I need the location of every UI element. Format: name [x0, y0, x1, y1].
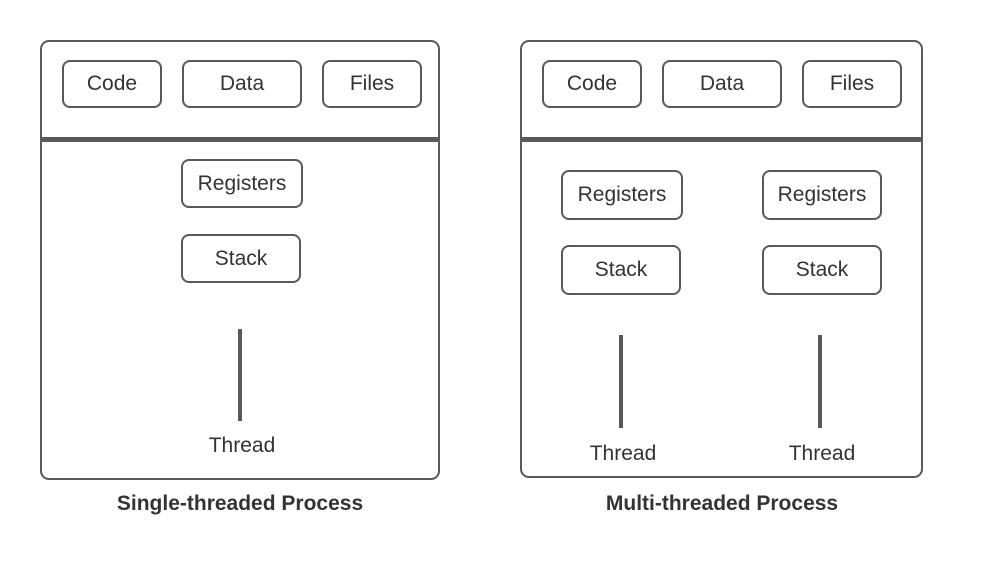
stack-box: Stack — [762, 245, 882, 295]
section-divider — [41, 137, 439, 142]
registers-box: Registers — [181, 159, 303, 208]
thread-label: Thread — [208, 434, 276, 457]
multi-threaded-caption: Multi-threaded Process — [605, 492, 839, 515]
thread-lines-icon — [818, 335, 822, 428]
thread-label: Thread — [589, 442, 657, 465]
thread-label: Thread — [788, 442, 856, 465]
section-divider — [521, 137, 922, 142]
stack-box: Stack — [181, 234, 301, 283]
files-box: Files — [322, 60, 422, 108]
single-threaded-caption: Single-threaded Process — [116, 492, 364, 515]
thread-lines-icon — [238, 329, 242, 421]
files-box: Files — [802, 60, 902, 108]
stack-box: Stack — [561, 245, 681, 295]
registers-box: Registers — [561, 170, 683, 220]
data-box: Data — [182, 60, 302, 108]
data-box: Data — [662, 60, 782, 108]
code-box: Code — [542, 60, 642, 108]
code-box: Code — [62, 60, 162, 108]
multi-threaded-process-box: Code Data Files Registers Stack Thread R… — [520, 40, 923, 478]
registers-box: Registers — [762, 170, 882, 220]
single-threaded-process-box: Code Data Files Registers Stack Thread — [40, 40, 440, 480]
thread-lines-icon — [619, 335, 623, 428]
